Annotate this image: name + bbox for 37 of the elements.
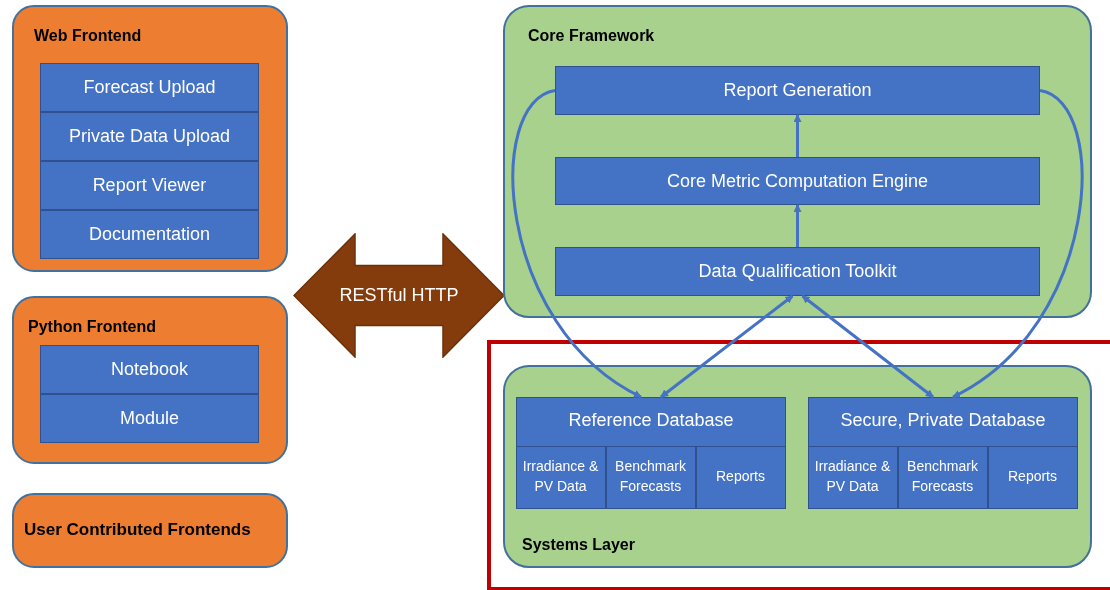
- arrow-label: RESTful HTTP: [338, 284, 460, 306]
- component-box: Forecast Upload: [40, 63, 259, 112]
- component-box: Notebook: [40, 345, 259, 394]
- database-box: [516, 397, 786, 509]
- arrow: [793, 114, 802, 157]
- database-title: Reference Database: [567, 410, 735, 431]
- database-title: Secure, Private Database: [839, 410, 1047, 431]
- component-box: Report Generation: [555, 66, 1040, 115]
- arrow: [660, 294, 794, 399]
- arrow: [793, 204, 802, 247]
- frontend-panel: [12, 5, 288, 272]
- component-box: Core Metric Computation Engine: [555, 157, 1040, 205]
- database-box: [808, 397, 1078, 509]
- framework-panel: [503, 5, 1092, 318]
- database-cell: Irradiance & PV Data: [807, 445, 898, 509]
- panel-title: Core Framework: [528, 27, 655, 45]
- panel-title: User Contributed Frontends: [24, 520, 251, 540]
- database-cell: Irradiance & PV Data: [515, 445, 606, 509]
- panel-title: Systems Layer: [522, 536, 635, 554]
- layer-panel: [503, 365, 1092, 568]
- database-cell: Reports: [695, 445, 786, 509]
- database-cell: Benchmark Forecasts: [897, 445, 988, 509]
- panel-title: Web Frontend: [34, 27, 142, 45]
- panel-title: Python Frontend: [28, 318, 156, 336]
- component-box: Data Qualification Toolkit: [555, 247, 1040, 296]
- frontend-panel: [12, 296, 288, 464]
- component-box: Module: [40, 394, 259, 443]
- arrow: [801, 294, 934, 399]
- component-box: Documentation: [40, 210, 259, 259]
- double-arrow: [293, 233, 505, 358]
- database-cell: Reports: [987, 445, 1078, 509]
- arrow: [511, 89, 642, 399]
- component-box: Report Viewer: [40, 161, 259, 210]
- frontend-panel: [12, 493, 288, 568]
- component-box: Private Data Upload: [40, 112, 259, 161]
- arrow: [952, 89, 1084, 399]
- database-cell: Benchmark Forecasts: [605, 445, 696, 509]
